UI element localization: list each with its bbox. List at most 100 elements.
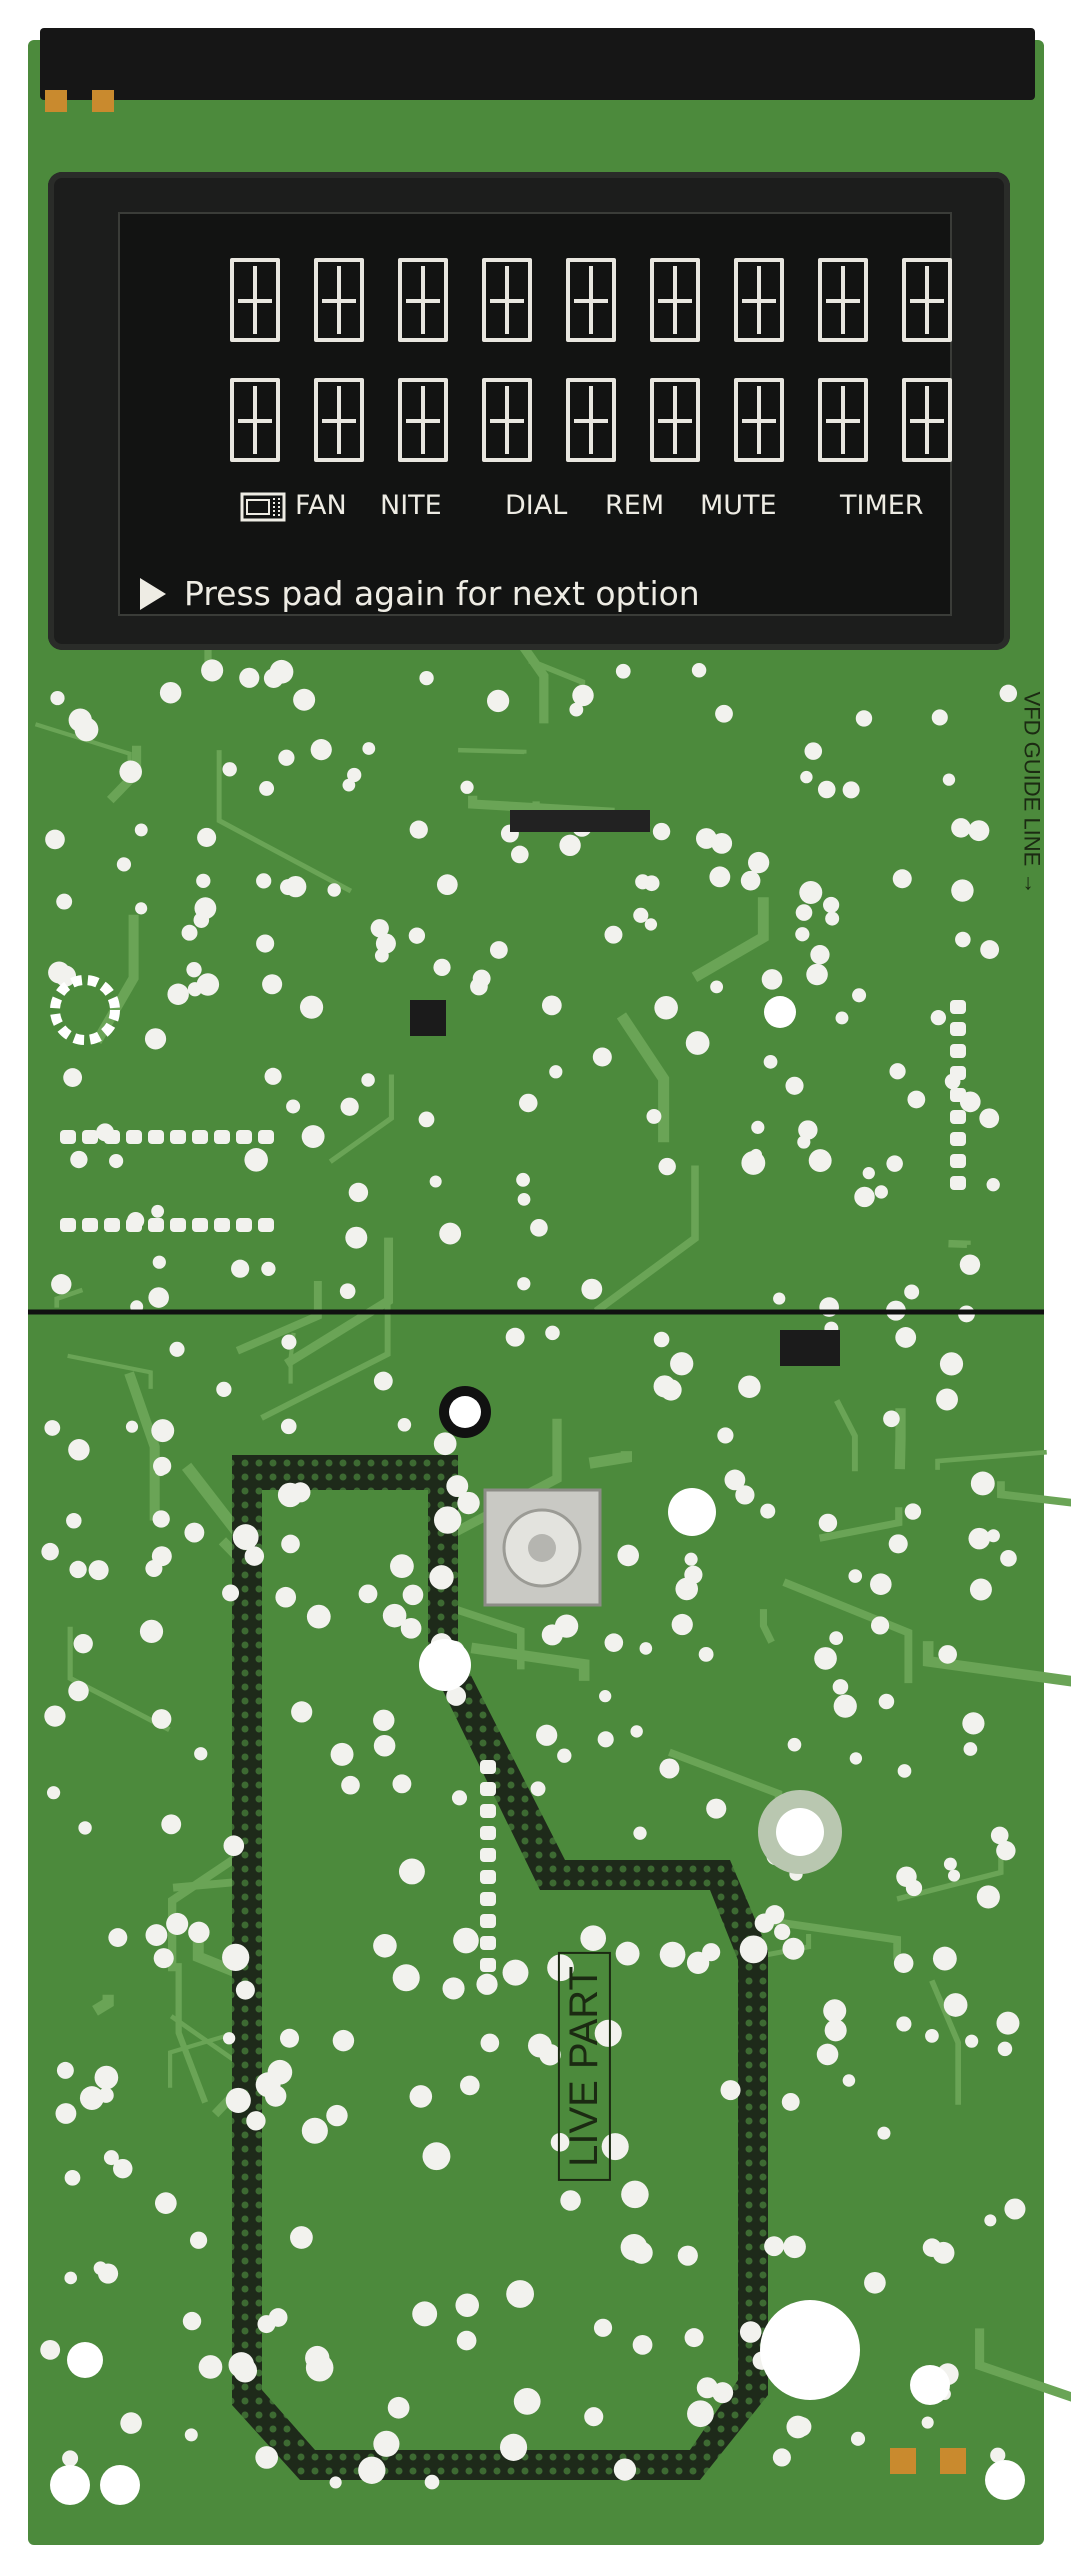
solder-pad — [50, 690, 65, 706]
connector-pin — [170, 1130, 186, 1144]
solder-pad — [984, 2214, 997, 2227]
solder-pad — [773, 1292, 786, 1305]
solder-pad — [56, 2061, 74, 2079]
solder-pad — [791, 2417, 812, 2437]
solder-pad — [547, 1954, 574, 1982]
solder-pad — [686, 1951, 710, 1974]
solder-pad — [429, 1175, 442, 1188]
solder-pad — [854, 1186, 875, 1208]
solder-pad — [541, 1624, 563, 1646]
solder-pad — [931, 709, 948, 726]
connector-pin — [480, 1958, 496, 1972]
connector-pin — [480, 1848, 496, 1862]
solder-pad — [1004, 2198, 1026, 2220]
solder-pad — [849, 1752, 863, 1765]
trace — [593, 1165, 699, 1315]
solder-pad — [698, 1646, 714, 1662]
indicator-fan: FAN — [295, 490, 347, 521]
solder-pad — [408, 927, 426, 944]
solder-pad — [539, 2043, 561, 2066]
solder-pad — [453, 1927, 479, 1954]
segment-digit — [482, 378, 532, 462]
solder-pad — [329, 2476, 342, 2489]
solder-pad — [94, 2065, 119, 2090]
play-triangle-icon — [140, 577, 166, 610]
solder-pad — [262, 974, 283, 995]
trace — [997, 1481, 1071, 1507]
solder-pad — [754, 1913, 774, 1933]
solder-pad — [257, 2315, 276, 2334]
connector-pin — [950, 1066, 966, 1080]
solder-pad — [896, 2016, 912, 2032]
solder-pad — [604, 1633, 624, 1652]
solder-pad — [103, 2150, 119, 2166]
solder-pad — [892, 869, 912, 889]
solder-pad — [152, 1510, 170, 1528]
solder-pad — [907, 1090, 926, 1109]
solder-pad — [68, 1680, 89, 1702]
trace — [935, 1449, 1047, 1470]
solder-pad — [264, 2085, 287, 2107]
solder-pad — [151, 1419, 175, 1443]
solder-pad — [513, 2387, 541, 2415]
solder-pad — [412, 2301, 438, 2327]
solder-pad — [800, 770, 813, 784]
segment-digit — [398, 378, 448, 462]
solder-pad — [361, 1073, 375, 1087]
solder-pad — [942, 773, 956, 786]
connector-pin — [104, 1130, 120, 1144]
solder-pad — [278, 749, 295, 766]
solder-pad — [433, 1506, 462, 1534]
solder-pad — [739, 2321, 762, 2343]
solder-pad — [470, 977, 488, 996]
solder-pad — [390, 1554, 414, 1579]
trace — [468, 795, 615, 817]
solder-pad — [848, 1569, 863, 1583]
solder-pad — [66, 1512, 82, 1529]
solder-pad — [373, 2430, 400, 2457]
solder-pad — [181, 924, 198, 941]
solder-pad — [290, 1482, 311, 1503]
solder-pad — [799, 881, 823, 905]
solder-pad — [222, 1943, 250, 1972]
solder-pad — [951, 879, 974, 902]
solder-pad — [601, 2133, 629, 2161]
solder-pad — [613, 2458, 637, 2481]
solder-pad — [166, 1912, 189, 1935]
solder-pad — [373, 1371, 393, 1391]
solder-pad — [896, 1866, 917, 1887]
connector-pin — [480, 1914, 496, 1928]
solder-pad — [893, 1953, 914, 1973]
trace — [92, 914, 139, 1044]
connector-pin — [148, 1218, 164, 1232]
solder-pad — [922, 2238, 942, 2258]
solder-pad — [46, 1786, 61, 1800]
solder-pad — [962, 1712, 985, 1735]
solder-pad — [691, 663, 707, 678]
solder-pad — [810, 945, 830, 965]
solder-pad — [996, 2011, 1020, 2035]
solder-pad — [70, 1150, 88, 1169]
solder-pad — [362, 742, 376, 755]
solder-pad — [774, 1923, 791, 1940]
solder-pad — [392, 1774, 412, 1794]
solder-pad — [436, 874, 458, 896]
solder-pad — [825, 911, 840, 926]
solder-pad — [963, 1742, 978, 1756]
solder-pad — [659, 1941, 686, 1968]
solder-pad — [73, 1633, 93, 1654]
solder-pad — [64, 2271, 78, 2285]
solder-pad — [275, 1586, 297, 1608]
trace — [283, 1237, 394, 1368]
rotary-encoder-knob[interactable] — [483, 1488, 602, 1607]
solder-pad — [244, 1148, 268, 1172]
solder-pad — [169, 1341, 185, 1357]
solder-pad — [781, 2092, 800, 2111]
trace — [67, 1626, 171, 1733]
solder-pad — [592, 1047, 612, 1067]
connector-pin — [950, 1154, 966, 1168]
solder-pad — [996, 1840, 1016, 1861]
solder-pad — [281, 1534, 300, 1554]
solder-pad — [615, 663, 631, 679]
solder-pad — [886, 1155, 903, 1172]
